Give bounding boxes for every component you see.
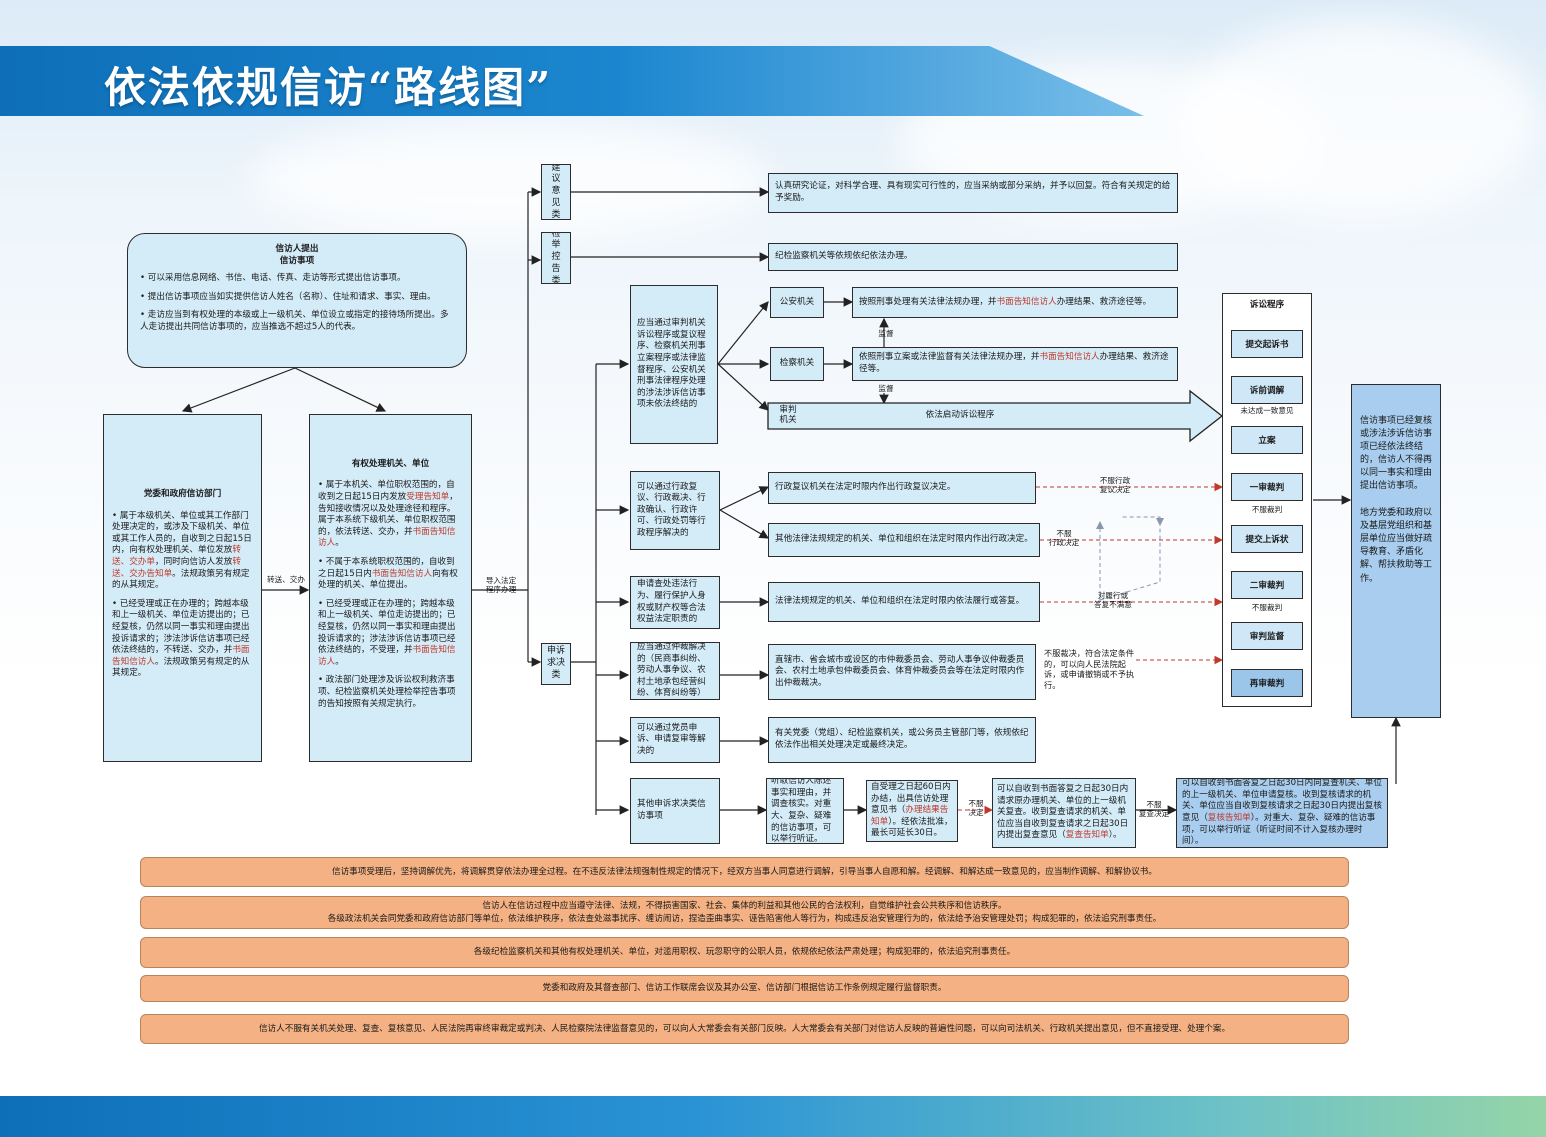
not-accept-review-decision-label: 不服复查决定 — [1138, 800, 1170, 818]
admin-review-result: 行政复议机关在法定时限内作出行政复议决定。 — [768, 472, 1036, 504]
step-second-trial: 二审裁判 — [1231, 571, 1303, 599]
note-mediation: 信访事项受理后，坚持调解优先，将调解贯穿依法办理全过程。在不违反法律法规强制性规… — [140, 857, 1349, 887]
arbitration-result: 直辖市、省会城市或设区的市仲裁委员会、劳动人事争议仲裁委员会、农村土地承包仲裁委… — [768, 644, 1036, 700]
party-dept-title: 党委和政府信访部门 — [143, 489, 222, 500]
litigation-title: 诉讼程序 — [1249, 300, 1285, 310]
petitioner-title-line2: 信访事项 — [279, 255, 315, 266]
category-appeal: 申诉求决类 — [541, 643, 571, 685]
hearing-box: 听取信访人陈述事实和理由，并调查核实。对重大、复杂、疑难的信访事项，可以举行听证… — [766, 778, 844, 844]
step-trial-supervision: 审判监督 — [1231, 622, 1303, 650]
transfer-label: 转送、交办 — [267, 575, 305, 584]
import-label: 导入法定 程序办理 — [485, 576, 517, 594]
background-cloud — [250, 120, 770, 240]
recheck-box: 可以自收到书面答复之日起30日内向复查机关、单位的上一级机关、单位申请复核。收到… — [1176, 778, 1388, 848]
arbitration-note: 不服裁决，符合法定条件的，可以向人民法院起诉，或申请撤销或不予执行。 — [1044, 648, 1135, 690]
court-label: 审判机关 — [779, 405, 797, 425]
note-discipline: 各级纪检监察机关和其他有权处理机关、单位，对滥用职权、玩忽职守的公职人员，依规依… — [140, 937, 1349, 968]
not-accept-verdict-label: 不服裁判 — [1251, 603, 1283, 612]
step-appeal: 提交上诉状 — [1231, 525, 1303, 553]
admin-other-result: 其他法律法规规定的机关、单位和组织在法定时限内作出行政决定。 — [768, 523, 1040, 557]
petitioner-item: • 走访应当到有权处理的本级或上一级机关、单位设立或指定的接待场所提出。多人走访… — [140, 310, 449, 332]
admin-route-box: 可以通过行政复议、行政裁决、行政确认、行政许可、行政处罚等行政程序解决的 — [630, 471, 720, 550]
duty-route-box: 申请查处违法行为、履行保护人身权或财产权等合法权益法定职责的 — [630, 576, 720, 629]
authority-para-1: • 属于本机关、单位职权范围的，自收到之日起15日内发放受理告知单，告知接收情况… — [318, 480, 458, 549]
not-accept-admin-label: 不服行政决定 — [1048, 529, 1080, 547]
other-route-box: 其他申诉求决类信访事项 — [630, 778, 720, 844]
note-supervision: 党委和政府及其督查部门、信访工作联席会议及其办公室、信访部门根据信访工作条例规定… — [140, 975, 1349, 1002]
supervise-label: 监督 — [878, 384, 894, 393]
opinion-box: 自受理之日起60日内办结，出具信访处理意见书（办理结果告知单）。经依法批准，最长… — [866, 780, 958, 842]
authority-para-3: • 已经受理或正在办理的；跨越本级和上一级机关、单位走访提出的；已经复核，仍然以… — [318, 598, 456, 667]
category-suggestion: 建议意见类 — [541, 164, 571, 220]
final-para-2: 地方党委和政府以及基层党组织和基层单位应当做好疏导教育、矛盾化解、帮扶救助等工作… — [1360, 508, 1433, 584]
title-banner — [0, 46, 1145, 116]
category-report: 检举控告类 — [541, 232, 571, 284]
review-box: 可以自收到书面答复之日起30日内请求原办理机关、单位的上一级机关复查。收到复查请… — [992, 778, 1136, 848]
step-submit-complaint: 提交起诉书 — [1231, 330, 1303, 358]
authority-para-2: • 不属于本系统职权范围的，自收到之日起15日内书面告知信访人向有权处理的机关、… — [318, 557, 458, 591]
party-dept-para-2: • 已经受理或正在办理的；跨越本级和上一级机关、单位走访提出的；已经复核，仍然以… — [112, 598, 250, 679]
authority-box: 有权处理机关、单位 • 属于本机关、单位职权范围的，自收到之日起15日内发放受理… — [309, 414, 472, 762]
footer-bar — [0, 1096, 1546, 1137]
not-accept-verdict-label: 不服裁判 — [1251, 505, 1283, 514]
party-result: 有关党委（党组）、纪检监察机关，或公务员主管部门等，依规依纪依法作出相关处理决定… — [768, 717, 1036, 763]
petitioner-item: • 可以采用信息网络、书信、电话、传真、走访等形式提出信访事项。 — [140, 273, 406, 284]
note-npc: 信访人不服有关机关处理、复查、复核意见、人民法院再审终审裁定或判决、人民检察院法… — [140, 1014, 1349, 1044]
authority-para-4: • 政法部门处理涉及诉讼权利救济事项、纪检监察机关处理检举控告事项的告知按照有关… — [318, 675, 456, 709]
suggestion-result: 认真研究论证，对科学合理、具有现实可行性的，应当采纳或部分采纳，并予以回复。符合… — [768, 173, 1178, 213]
duty-result: 法律法规规定的机关、单位和组织在法定时限内依法履行或答复。 — [768, 582, 1040, 622]
procuratorate-box: 检察机关 — [770, 347, 824, 381]
police-box: 公安机关 — [770, 287, 824, 318]
not-satisfied-label: 对履行或答复不满意 — [1094, 591, 1132, 609]
background-cloud — [1180, 20, 1540, 220]
step-retrial: 再审裁判 — [1231, 669, 1303, 697]
final-para-1: 信访事项已经复核或涉法涉诉信访事项已经依法终结的，信访人不得再以同一事实和理由提… — [1360, 416, 1433, 492]
party-route-box: 可以通过党员申诉、申请复审等解决的 — [630, 717, 720, 763]
authority-title: 有权处理机关、单位 — [351, 458, 430, 469]
petitioner-item: • 提出信访事项应当如实提供信访人姓名（名称）、住址和请求、事实、理由。 — [140, 291, 436, 302]
no-agreement-label: 未达成一致意见 — [1240, 406, 1294, 415]
not-accept-decision-label: 不服决定 — [968, 799, 984, 817]
police-result: 按照刑事处理有关法律法规办理，并书面告知信访人办理结果、救济途径等。 — [852, 287, 1178, 318]
procuratorate-result: 依照刑事立案或法律监督有关法律法规办理，并书面告知信访人办理结果、救济途径等。 — [852, 347, 1178, 381]
supervise-label: 监督 — [878, 329, 894, 338]
final-box: 信访事项已经复核或涉法涉诉信访事项已经依法终结的，信访人不得再以同一事实和理由提… — [1351, 384, 1441, 718]
party-dept-para-1: • 属于本级机关、单位或其工作部门处理决定的，或涉及下级机关、单位或其工作人员的… — [112, 510, 252, 591]
judicial-route-box: 应当通过审判机关诉讼程序或复议程序、检察机关刑事立案程序或法律监督程序、公安机关… — [630, 285, 718, 444]
not-accept-review-label: 不服行政复议决定 — [1099, 476, 1131, 494]
step-case-filing: 立案 — [1231, 426, 1303, 454]
petitioner-title-line1: 信访人提出 — [275, 244, 319, 254]
court-result: 依法启动诉讼程序 — [925, 410, 995, 420]
step-pre-mediation: 诉前调解 — [1231, 376, 1303, 404]
page-title: 依法依规信访“路线图” — [104, 63, 553, 112]
note-order: 信访人在信访过程中应当遵守法律、法规，不得损害国家、社会、集体的利益和其他公民的… — [140, 896, 1349, 929]
step-first-trial: 一审裁判 — [1231, 473, 1303, 501]
petitioner-box: 信访人提出 信访事项 • 可以采用信息网络、书信、电话、传真、走访等形式提出信访… — [127, 233, 467, 368]
report-result: 纪检监察机关等依规依纪依法办理。 — [768, 243, 1178, 271]
arbitration-route-box: 应当通过仲裁解决的（民商事纠纷、劳动人事争议、农村土地承包经营纠纷、体育纠纷等） — [630, 642, 720, 700]
party-dept-box: 党委和政府信访部门 • 属于本级机关、单位或其工作部门处理决定的，或涉及下级机关… — [103, 414, 262, 762]
